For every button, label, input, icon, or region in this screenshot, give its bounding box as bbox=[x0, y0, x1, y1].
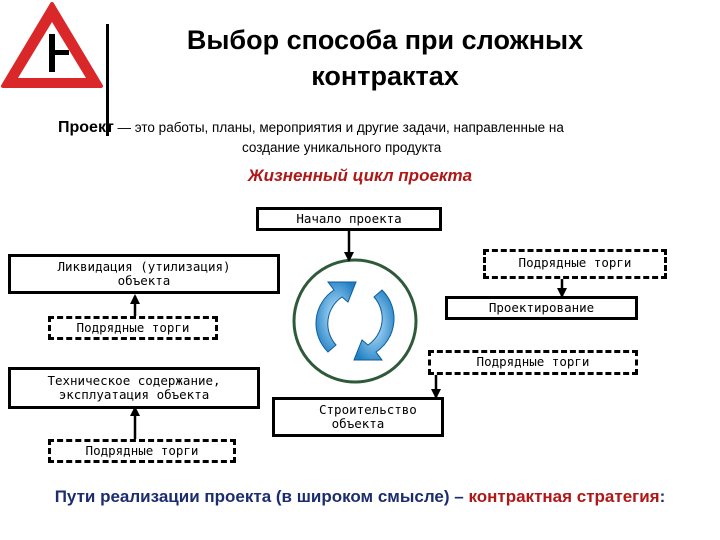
footer-main: Пути реализации проекта (в широком смысл… bbox=[54, 487, 469, 506]
box-tender-bottom-left: Подрядные торги bbox=[48, 439, 236, 463]
lifecycle-title: Жизненный цикл проекта bbox=[247, 166, 473, 185]
definition-term: Проект bbox=[58, 119, 114, 136]
box-maintenance: Техническое содержание, эксплуатация объ… bbox=[8, 367, 260, 409]
definition-text: Проект — это работы, планы, мероприятия … bbox=[58, 118, 698, 158]
box-tender-top-right: Подрядные торги bbox=[483, 249, 667, 279]
box-design: Проектирование bbox=[445, 296, 638, 320]
divider-line bbox=[106, 24, 109, 136]
footer-text: Пути реализации проекта (в широком смысл… bbox=[40, 484, 680, 509]
definition-line-2: создание уникального продукта bbox=[242, 140, 442, 155]
box-project-start: Начало проекта bbox=[256, 207, 442, 231]
box-tender-right-mid: Подрядные торги bbox=[428, 350, 638, 375]
definition-line-1: — это работы, планы, мероприятия и други… bbox=[113, 120, 564, 135]
road-sign-icon bbox=[1, 2, 103, 88]
footer-end: : bbox=[659, 487, 666, 506]
footer-highlight: контрактная стратегия bbox=[468, 487, 660, 506]
cycle-arrows-icon bbox=[292, 258, 418, 384]
page-title: Выбор способа при сложных контрактах bbox=[186, 25, 584, 91]
box-liquidation: Ликвидация (утилизация) объекта bbox=[8, 254, 280, 294]
box-tender-left-mid: Подрядные торги bbox=[48, 316, 218, 340]
box-construction: Строительство объекта bbox=[272, 397, 444, 437]
